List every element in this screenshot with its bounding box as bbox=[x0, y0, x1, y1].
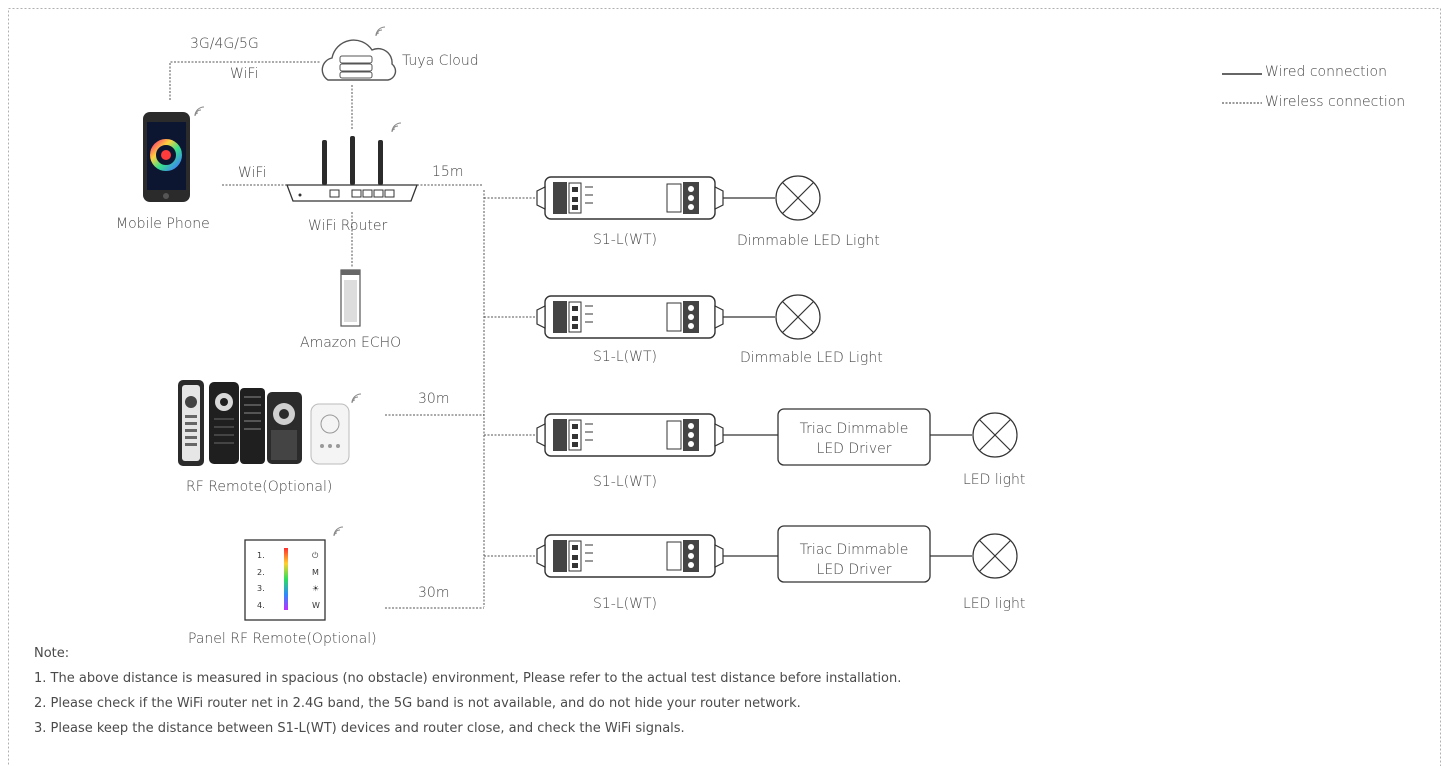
light-label-3: LED light bbox=[963, 472, 1026, 488]
driver-line2-1: LED Driver bbox=[816, 441, 892, 457]
tuya-cloud-icon bbox=[321, 26, 397, 81]
controller-row-1 bbox=[536, 175, 821, 221]
controller-label-1: S1-L(WT) bbox=[593, 232, 657, 248]
driver-line2-2: LED Driver bbox=[816, 562, 892, 578]
controller-row-3 bbox=[536, 408, 1018, 466]
distance-30m-panel-label: 30m bbox=[418, 585, 450, 601]
controller-row-4 bbox=[536, 525, 1018, 583]
rf-remote-label: RF Remote(Optional) bbox=[186, 479, 333, 495]
brightness-icon: ☀ bbox=[312, 584, 320, 593]
diagram-frame bbox=[8, 8, 1441, 766]
rf-remote-group-icon bbox=[178, 380, 362, 466]
cellular-label: 3G/4G/5G bbox=[190, 36, 259, 52]
phone-wifi-label: WiFi bbox=[238, 165, 267, 181]
phone-cloud-link bbox=[169, 61, 320, 100]
tuya-cloud-label: Tuya Cloud bbox=[402, 53, 479, 69]
legend-wired-label: Wired connection bbox=[1265, 64, 1387, 80]
distance-30m-rf-label: 30m bbox=[418, 391, 450, 407]
panel-key-3: 3. bbox=[257, 584, 265, 593]
controller-label-2: S1-L(WT) bbox=[593, 349, 657, 365]
panel-rf-remote-label: Panel RF Remote(Optional) bbox=[188, 631, 377, 647]
panel-key-mode: M bbox=[312, 567, 319, 577]
panel-keys-left: 1. 2. 3. 4. bbox=[257, 548, 265, 614]
driver-line1-2: Triac Dimmable bbox=[799, 542, 909, 558]
controller-label-3: S1-L(WT) bbox=[593, 474, 657, 490]
light-label-2: Dimmable LED Light bbox=[740, 350, 883, 366]
power-icon: ⏻ bbox=[312, 551, 319, 560]
wifi-router-icon bbox=[286, 122, 418, 202]
cloud-wifi-label: WiFi bbox=[230, 66, 259, 82]
note-item-2: 2. Please check if the WiFi router net i… bbox=[34, 696, 801, 711]
light-label-1: Dimmable LED Light bbox=[737, 233, 880, 249]
panel-key-white: W bbox=[312, 600, 320, 610]
wifi-router-label: WiFi Router bbox=[308, 218, 388, 234]
note-item-3: 3. Please keep the distance between S1-L… bbox=[34, 721, 685, 736]
triac-driver-box-1 bbox=[777, 408, 931, 466]
legend-wireless-label: Wireless connection bbox=[1265, 94, 1406, 110]
controller-label-4: S1-L(WT) bbox=[593, 596, 657, 612]
triac-driver-box-2 bbox=[777, 525, 931, 583]
light-label-4: LED light bbox=[963, 596, 1026, 612]
panel-keys-right: ⏻ M ☀ W bbox=[312, 548, 320, 614]
panel-key-4: 4. bbox=[257, 600, 265, 610]
controller-row-2 bbox=[536, 294, 821, 340]
legend bbox=[1222, 73, 1262, 104]
mobile-phone-label: Mobile Phone bbox=[116, 216, 210, 232]
mobile-phone-icon bbox=[143, 106, 205, 202]
panel-key-1: 1. bbox=[257, 551, 265, 560]
wireless-links bbox=[169, 61, 540, 609]
distance-15m-label: 15m bbox=[432, 164, 464, 180]
amazon-echo-icon bbox=[340, 269, 361, 327]
driver-line1-1: Triac Dimmable bbox=[799, 421, 909, 437]
panel-remote-icon bbox=[244, 526, 344, 621]
panel-key-2: 2. bbox=[257, 567, 265, 577]
note-title: Note: bbox=[34, 646, 70, 661]
note-item-1: 1. The above distance is measured in spa… bbox=[34, 671, 902, 686]
amazon-echo-label: Amazon ECHO bbox=[300, 335, 402, 351]
